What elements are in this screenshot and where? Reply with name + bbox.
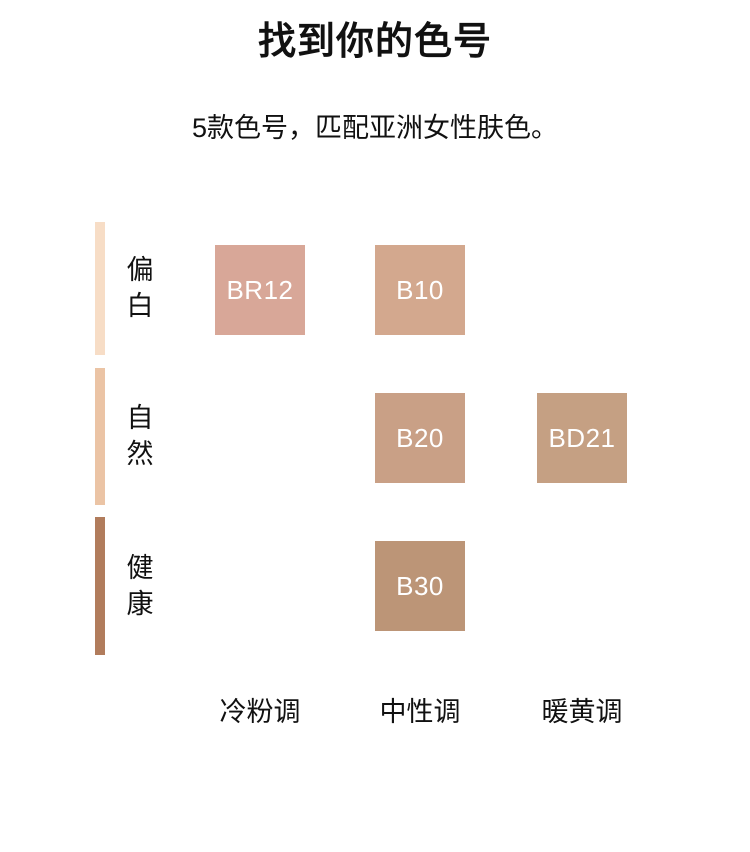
- column-label-neutral: 中性调: [379, 697, 461, 727]
- row-bar-fair: [95, 222, 105, 355]
- column-label-cool-pink: 冷粉调: [219, 697, 301, 727]
- row-bar-natural: [95, 368, 105, 505]
- swatch-b10[interactable]: B10: [375, 245, 465, 335]
- row-label-healthy: 健 康: [126, 553, 154, 619]
- swatch-code-label: B20: [396, 422, 444, 453]
- swatch-bd21[interactable]: BD21: [537, 393, 627, 483]
- page-subtitle: 5款色号，匹配亚洲女性肤色。: [191, 113, 558, 143]
- column-label-warm-yellow: 暖黄调: [541, 697, 623, 727]
- row-label-natural: 自 然: [126, 403, 154, 469]
- swatch-code-label: B10: [396, 274, 444, 305]
- swatch-br12[interactable]: BR12: [215, 245, 305, 335]
- swatch-b20[interactable]: B20: [375, 393, 465, 483]
- swatch-code-label: BD21: [548, 422, 616, 453]
- row-bar-healthy: [95, 517, 105, 655]
- swatch-code-label: B30: [396, 570, 444, 601]
- swatch-code-label: BR12: [226, 274, 294, 305]
- swatch-b30[interactable]: B30: [375, 541, 465, 631]
- row-label-fair: 偏 白: [126, 255, 154, 321]
- page-title: 找到你的色号: [257, 21, 492, 63]
